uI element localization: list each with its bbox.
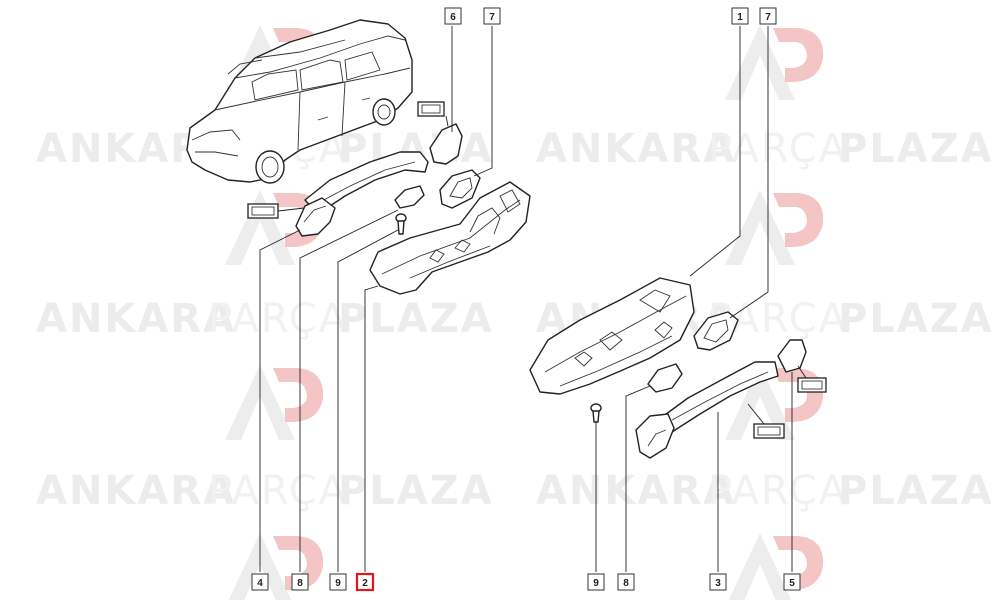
watermark-word-ankara: ANKARA (536, 126, 736, 172)
watermark-word-plaza: PLAZA (838, 468, 994, 514)
handle-end-cap (295, 197, 336, 237)
watermark-logo (225, 365, 324, 440)
callout-labels: 6 7 1 7 4 8 9 2 (251, 7, 801, 592)
svg-text:5: 5 (789, 578, 795, 589)
watermark-text-row: ANKARA PARÇA PLAZA ANKARA PARÇA PLAZA (36, 126, 994, 172)
lock-gasket-right (693, 311, 739, 351)
svg-text:8: 8 (623, 578, 629, 589)
watermark-word-ankara: ANKARA (36, 296, 236, 342)
screw (395, 213, 407, 235)
lock-cylinder-cover (429, 123, 463, 165)
reference-tag (247, 203, 305, 219)
svg-text:7: 7 (489, 12, 495, 23)
watermark-word-plaza: PLAZA (338, 468, 494, 514)
svg-text:2: 2 (362, 578, 368, 589)
callout-9: 9 (329, 573, 347, 591)
watermark-logo (228, 533, 324, 600)
watermark-word-ankara: ANKARA (536, 468, 736, 514)
svg-text:8: 8 (297, 578, 303, 589)
car-illustration (186, 19, 413, 184)
reference-tag (747, 403, 785, 439)
watermark-word-plaza: PLAZA (838, 296, 994, 342)
watermark-logo (725, 25, 824, 100)
screw (590, 403, 602, 423)
lock-cap-right (777, 339, 807, 373)
watermark-word-ankara: ANKARA (36, 468, 236, 514)
svg-text:9: 9 (593, 578, 599, 589)
watermark-text-row: ANKARA PARÇA PLAZA ANKARA PARÇA PLAZA (36, 296, 994, 342)
svg-text:9: 9 (335, 578, 341, 589)
handle-pad (647, 363, 683, 393)
callout-8: 8 (291, 573, 309, 591)
callout-9-right: 9 (587, 573, 605, 591)
watermark-word-plaza: PLAZA (338, 296, 494, 342)
handle-gasket (394, 185, 425, 209)
reference-tag (417, 101, 449, 127)
callout-3: 3 (709, 573, 727, 591)
callout-8-right: 8 (617, 573, 635, 591)
watermark: ANKARA PARÇA PLAZA ANKARA PARÇA PLAZA AN… (36, 25, 994, 600)
right-door-handle-assembly (529, 277, 827, 459)
svg-text:7: 7 (765, 12, 771, 23)
watermark-text-row: ANKARA PARÇA PLAZA ANKARA PARÇA PLAZA (36, 468, 994, 514)
watermark-logo (725, 190, 824, 265)
watermark-word-parca: PARÇA (208, 296, 348, 342)
watermark-word-parca: PARÇA (208, 468, 348, 514)
left-door-handle-assembly (247, 101, 531, 295)
svg-text:3: 3 (715, 578, 721, 589)
callout-1: 1 (731, 7, 749, 25)
leader-lines (259, 26, 793, 572)
outer-door-handle (304, 151, 429, 215)
watermark-word-plaza: PLAZA (838, 126, 994, 172)
callout-7: 7 (483, 7, 501, 25)
svg-text:6: 6 (450, 12, 456, 23)
watermark-word-parca: PARÇA (708, 126, 848, 172)
callout-7-right: 7 (759, 7, 777, 25)
watermark-logo (728, 533, 824, 600)
svg-text:4: 4 (257, 578, 263, 589)
outer-door-handle-right (657, 361, 779, 433)
callout-6: 6 (444, 7, 462, 25)
callout-4: 4 (251, 573, 269, 591)
callout-5: 5 (783, 573, 801, 591)
callout-2-highlighted: 2 (355, 572, 375, 592)
handle-bracket (369, 181, 531, 295)
reference-tag (797, 365, 827, 393)
watermark-word-parca: PARÇA (708, 468, 848, 514)
svg-text:1: 1 (737, 12, 743, 23)
